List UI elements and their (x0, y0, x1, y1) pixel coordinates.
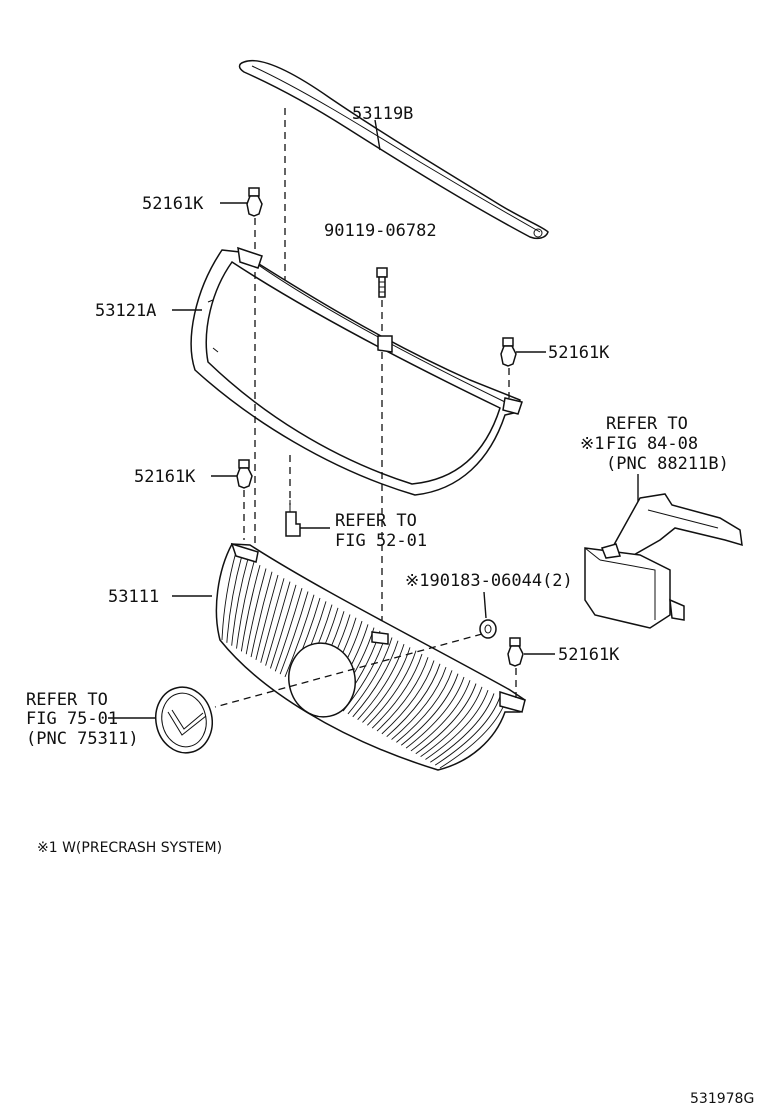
emblem-opening (288, 642, 356, 718)
clip-bottom-right[interactable] (507, 637, 524, 667)
ref-fig75-line3: (PNC 75311) (26, 729, 139, 749)
grille-slat (425, 689, 489, 760)
grille-slat (274, 588, 303, 672)
grille-slat (240, 565, 261, 652)
footnote: ※1 W(PRECRASH SYSTEM) (37, 840, 222, 856)
grille-slat (376, 657, 429, 732)
screw-fig52[interactable] (285, 500, 301, 537)
emblem[interactable] (150, 682, 218, 758)
part-label-bolt: 90119-06782 (324, 221, 437, 241)
ref-fig52-line2: FIG 52-01 (335, 531, 427, 551)
grille-slat (415, 683, 477, 755)
grille-slat (357, 643, 405, 720)
part-label-nut: ※190183-06044(2) (405, 571, 573, 591)
grille-slat (410, 680, 471, 752)
grille-slat (255, 574, 279, 661)
nut[interactable] (479, 619, 497, 639)
clip-top-left[interactable] (246, 187, 263, 217)
grille-slat (347, 637, 393, 715)
part-label-clip-bottom-right: 52161K (558, 645, 620, 665)
grille-slat (430, 693, 495, 763)
part-label-53111: 53111 (108, 587, 159, 607)
grille-slat (279, 591, 309, 675)
grille-slat (391, 666, 447, 740)
grille-frame[interactable] (190, 246, 523, 496)
leader-53119B (374, 119, 381, 151)
grille-slat (396, 670, 453, 743)
diagram-id: 531978G (690, 1091, 754, 1107)
grille-slat (236, 561, 255, 649)
alignment-line-nut (214, 633, 483, 708)
grille[interactable] (215, 542, 526, 771)
grille-slat (371, 653, 423, 729)
ref-fig75-line1: REFER TO (26, 690, 108, 710)
grille-slat (381, 660, 435, 735)
grille-slat (265, 581, 291, 666)
part-label-clip-top-left: 52161K (142, 194, 204, 214)
clip-mid-left[interactable] (236, 459, 253, 489)
grille-slat (284, 594, 315, 678)
grille-slat (250, 571, 273, 658)
grille-slat (226, 555, 243, 643)
part-label-53119B: 53119B (352, 104, 413, 124)
part-label-53121A: 53121A (95, 301, 156, 321)
grille-slat (405, 676, 465, 749)
part-label-clip-right: 52161K (548, 343, 610, 363)
upper-moulding[interactable] (238, 60, 549, 240)
grille-slat (221, 551, 237, 641)
grille-slat (434, 696, 501, 766)
part-label-clip-mid-left: 52161K (134, 467, 196, 487)
grille-slat (260, 578, 285, 663)
grille-slat (245, 568, 267, 655)
leader-nut (483, 591, 487, 619)
grille-slat (386, 663, 441, 738)
ref-fig52-line1: REFER TO (335, 511, 417, 531)
grille-slat (367, 650, 417, 726)
grille-slat (400, 673, 459, 746)
grille-slat (352, 640, 399, 718)
ref-fig84-line2: FIG 84-08 (606, 434, 698, 454)
grille-slat (420, 686, 483, 757)
precrash-sensor[interactable] (584, 493, 743, 629)
bolt[interactable] (376, 267, 388, 298)
ref-fig84-line1: REFER TO (606, 414, 688, 434)
grille-slat (270, 584, 297, 669)
ref-fig84-mark: ※1 (580, 434, 604, 454)
grille-slat (231, 558, 249, 646)
ref-fig75-line2: FIG 75-01 (26, 709, 118, 729)
clip-right[interactable] (500, 337, 517, 367)
ref-fig84-line3: (PNC 88211B) (606, 454, 729, 474)
